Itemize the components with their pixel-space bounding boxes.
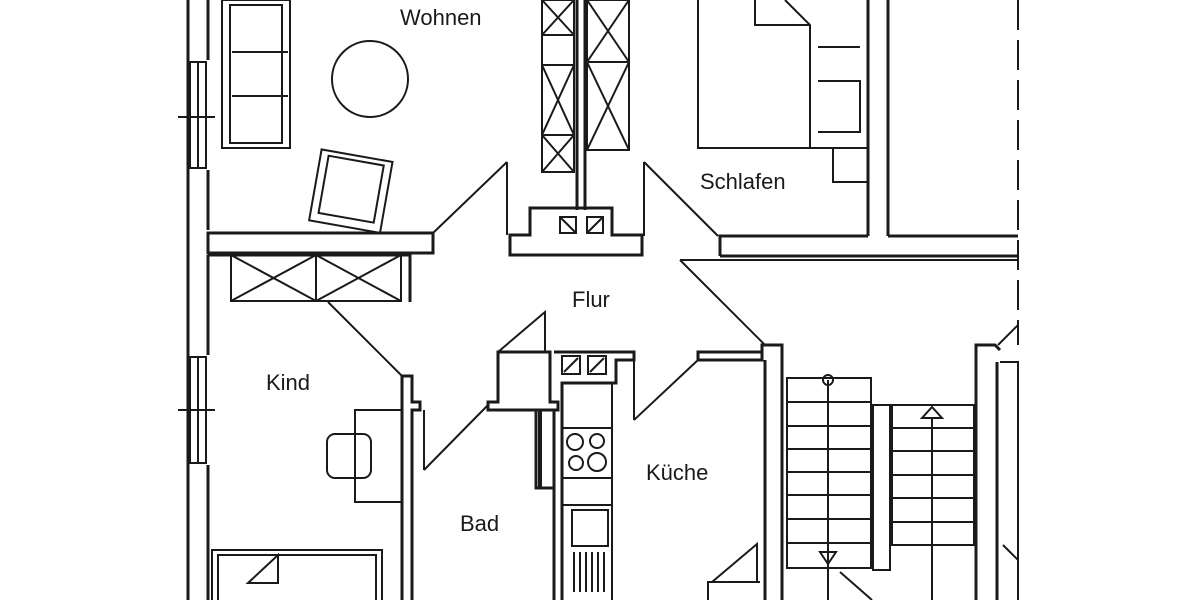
shaft-bad (486, 309, 560, 600)
door-kueche (633, 350, 764, 421)
armchair (307, 148, 394, 235)
staircase (786, 374, 975, 600)
room-label-flur: Flur (572, 287, 610, 312)
wall-stairs-right (974, 322, 1019, 600)
door-kind (327, 301, 403, 377)
wardrobe-left (541, 0, 575, 173)
window-kind (178, 356, 215, 464)
sofa (221, 0, 291, 149)
kitchen-counter (554, 350, 636, 600)
room-label-kueche: Küche (646, 460, 709, 485)
room-label-bad: Bad (460, 511, 500, 536)
outer-wall-left (186, 0, 210, 600)
stove-burner (566, 433, 584, 451)
wall-schlafen (718, 0, 1019, 330)
room-label-wohnen: Wohnen (400, 5, 482, 30)
wall-kueche-stairs (707, 343, 784, 600)
chimney-block-top (508, 206, 644, 257)
wardrobe-right (586, 0, 630, 151)
bed-kind (211, 549, 383, 600)
room-label-kind: Kind (266, 370, 311, 395)
wardrobe-kind (208, 253, 412, 302)
door-schlafen (643, 161, 719, 237)
room-label-schlafen: Schlafen (700, 169, 786, 194)
round-table (331, 40, 409, 118)
desk-kind (326, 409, 402, 503)
bed-schlafen (697, 0, 867, 183)
door-wohnen (432, 161, 508, 235)
wall-wohnen-kind (206, 231, 435, 255)
sink (571, 509, 609, 547)
door-entrance (679, 259, 1018, 346)
door-bad (423, 404, 489, 471)
wall-kind-bad (400, 374, 422, 600)
window-wohnen (178, 61, 215, 169)
